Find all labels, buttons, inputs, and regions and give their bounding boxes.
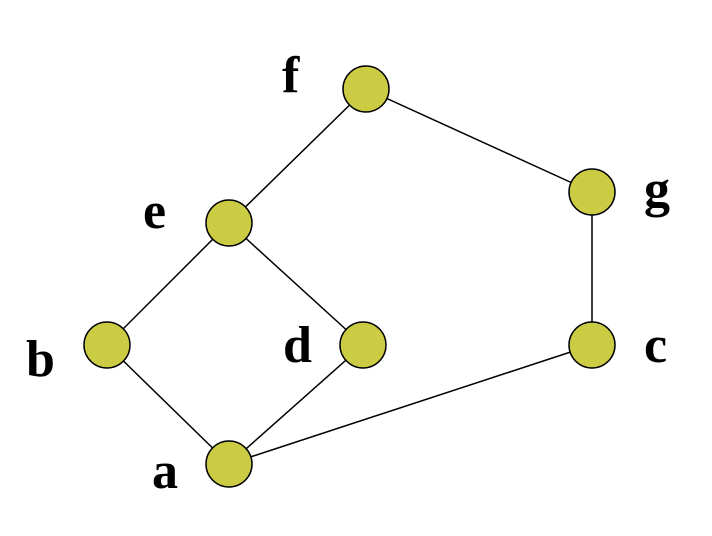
edge-e-f: [228, 88, 367, 224]
node-label-a: a: [152, 443, 178, 500]
node-a: [205, 440, 253, 488]
node-label-d: d: [283, 317, 312, 374]
edge-f-g: [365, 88, 593, 193]
node-label-b: b: [26, 331, 55, 388]
node-b: [83, 321, 131, 369]
edge-b-e: [106, 222, 230, 346]
labels-group: a b c d e f g: [26, 47, 670, 500]
node-label-e: e: [143, 183, 166, 240]
edge-d-e: [228, 222, 364, 346]
edge-a-d: [228, 344, 364, 465]
nodes-group: [83, 65, 616, 488]
edges-group: [106, 88, 593, 465]
node-d: [339, 321, 387, 369]
node-label-f: f: [282, 47, 300, 104]
node-e: [205, 199, 253, 247]
node-f: [342, 65, 390, 113]
node-g: [568, 168, 616, 216]
node-c: [568, 321, 616, 369]
edge-a-c: [228, 344, 593, 465]
edge-a-b: [106, 344, 230, 465]
node-label-c: c: [644, 317, 667, 374]
node-label-g: g: [644, 161, 670, 218]
